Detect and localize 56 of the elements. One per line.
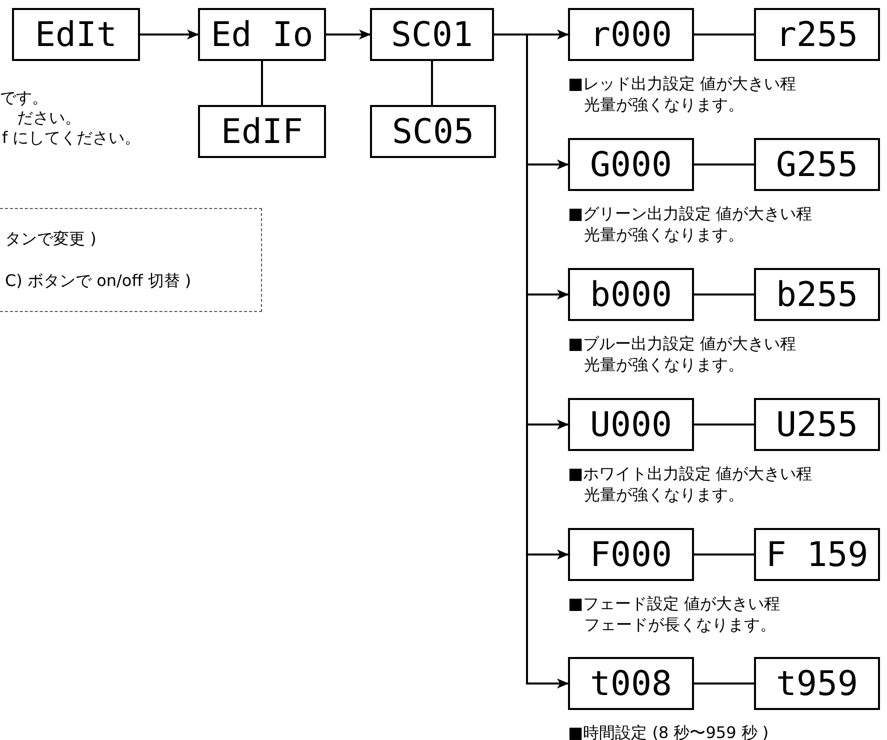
- arrow: [326, 30, 371, 40]
- instruction-text: ださい。: [17, 108, 81, 129]
- connector-line: [431, 61, 433, 105]
- segment-display: [12, 8, 140, 61]
- segment-display: [754, 138, 880, 191]
- segment-display: [754, 398, 880, 451]
- instruction-text: f にしてください。: [2, 128, 141, 149]
- segment-display: [754, 8, 880, 61]
- segment-display: [198, 105, 326, 158]
- instruction-text: です。: [0, 88, 48, 109]
- display-readout: EdIF: [221, 114, 303, 148]
- display-readout: EdIt: [35, 18, 117, 52]
- segment-display: [568, 398, 694, 451]
- display-readout: U255: [776, 408, 858, 442]
- segment-display: [754, 528, 880, 581]
- connector-line: [694, 424, 754, 426]
- note-text: C) ボタンで on/off 切替 ): [5, 271, 192, 292]
- connector-line: [694, 34, 754, 36]
- segment-display: [568, 268, 694, 321]
- segment-display: [198, 8, 326, 61]
- display-readout: SC05: [392, 114, 474, 148]
- display-readout: F 159: [766, 538, 868, 572]
- display-readout: Ed Io: [210, 18, 314, 52]
- display-readout: G255: [776, 148, 858, 182]
- connector-line: [694, 554, 754, 556]
- note-text: タンで変更 ): [5, 229, 96, 250]
- connector-line: [694, 682, 754, 684]
- display-readout: G000: [590, 148, 672, 182]
- setting-description: ■グリーン出力設定 値が大きい程光量が強くなります。: [568, 203, 814, 245]
- connector-line: [261, 61, 263, 105]
- segment-display: [754, 268, 880, 321]
- setting-description: ■フェード設定 値が大きい程フェードが長くなります。: [568, 593, 782, 635]
- segment-display: [370, 105, 496, 158]
- segment-display: [754, 657, 880, 710]
- arrow: [140, 30, 199, 40]
- display-readout: b255: [776, 278, 858, 312]
- segment-display: [568, 528, 694, 581]
- segment-display: [568, 138, 694, 191]
- display-readout: b000: [590, 278, 672, 312]
- connector-line: [694, 294, 754, 296]
- setting-description: ■ホワイト出力設定 値が大きい程光量が強くなります。: [568, 463, 814, 505]
- display-readout: SC01: [391, 18, 473, 52]
- display-readout: F000: [590, 538, 672, 572]
- display-readout: t959: [776, 666, 858, 700]
- setting-description: ■ブルー出力設定 値が大きい程光量が強くなります。: [568, 333, 798, 375]
- segment-display: [568, 657, 694, 710]
- note-box: [0, 208, 262, 312]
- display-readout: t008: [590, 666, 672, 700]
- display-readout: r255: [776, 18, 858, 52]
- display-readout: r000: [590, 18, 672, 52]
- setting-description: ■レッド出力設定 値が大きい程光量が強くなります。: [568, 73, 798, 115]
- display-readout: U000: [590, 408, 672, 442]
- setting-description: ■時間設定 (8 秒〜959 秒 ): [568, 722, 770, 740]
- segment-display: [568, 8, 694, 61]
- connector-line: [694, 164, 754, 166]
- segment-display: [370, 8, 494, 61]
